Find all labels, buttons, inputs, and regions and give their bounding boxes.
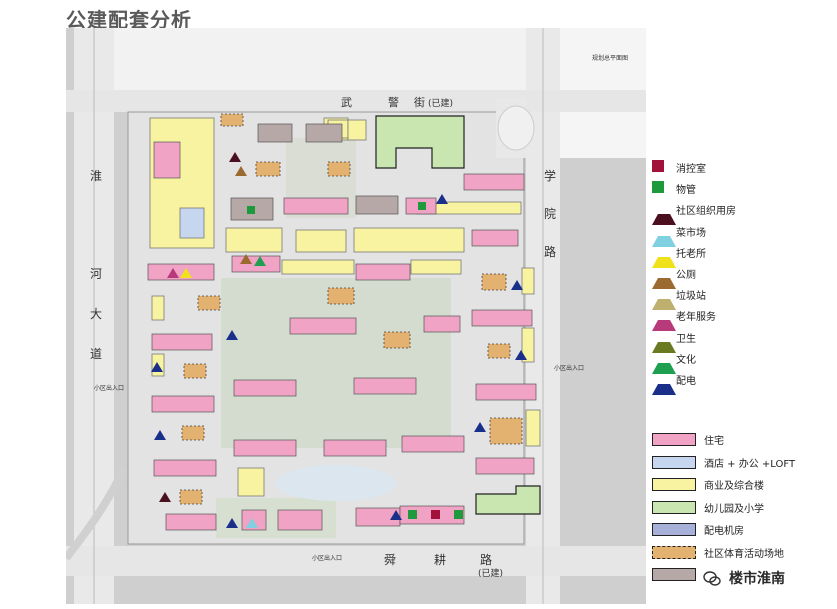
entrance-label-right: 小区出入口 [554,364,584,372]
legend-label: 配电机房 [704,526,744,537]
zone-swatch [652,478,696,491]
zone-swatch [652,545,696,559]
legend-label: 商业及综合楼 [704,481,764,492]
landscape [216,98,535,538]
facility-markers [151,152,527,528]
watermark: 楼市淮南 [703,568,833,590]
zone-swatch [652,568,696,581]
legend-item-zone: 幼儿园及小学 [652,498,837,516]
legend-item-zone: 社区体育活动场地 [652,543,837,561]
legend-label: 老年服务 [676,312,716,324]
legend-item-point: 卫生 [652,328,837,353]
right-road-char-3: 路 [544,244,556,259]
triangle-marker-icon [652,330,676,353]
legend-item-zone: 酒店 + 办公 +LOFT [652,453,837,471]
legend-label: 住宅 [704,436,724,447]
right-road-char-1: 学 [544,168,556,183]
legend-label: 酒店 + 办公 +LOFT [704,458,796,470]
triangle-marker-icon [652,372,676,395]
legend-label: 垃圾站 [676,291,706,303]
triangle-marker-icon [652,351,676,374]
left-road-char-4: 道 [90,347,102,361]
legend-item-point: 物管 [652,179,837,197]
legend-item-zone: 配电机房 [652,520,837,538]
top-road-char-1: 武 [341,96,352,109]
left-road-char-3: 大 [90,307,102,321]
legend-item-point: 文化 [652,349,837,374]
other-buildings [230,123,399,221]
legend-item-point: 公厕 [652,264,837,289]
legend-label: 消控室 [676,164,706,175]
square-marker-icon [652,160,664,172]
legend-label: 配电 [676,376,696,387]
legend-label: 卫生 [676,333,696,345]
square-marker-icon [652,181,664,194]
zone-swatch [652,500,696,514]
legend-label: 公厕 [676,270,696,281]
legend-item-zone [652,565,837,583]
legend-label: 幼儿园及小学 [704,503,764,515]
triangle-marker-icon [652,224,676,247]
entrance-label-bottom: 小区出入口 [312,554,342,562]
zone-swatch [652,455,696,469]
legend-item-point: 社区组织用房 [652,200,837,226]
legend-label: 社区体育活动场地 [704,548,784,560]
zone-swatch [652,433,696,446]
residential-zones [147,141,537,531]
road-labels: 武 警 街 (已建) 学 院 路 淮 河 大 道 舜 耕 路 (已建) 小区出入… [90,54,628,579]
entrance-label-left: 小区出入口 [94,384,124,392]
legend-item-point: 菜市场 [652,222,837,247]
left-road-char-1: 淮 [90,169,102,183]
watermark-text: 楼市淮南 [729,571,785,587]
bottom-road-char-4: (已建) [478,567,503,579]
legend-item-point: 消控室 [652,158,837,176]
legend-item-zone: 商业及综合楼 [652,475,837,493]
legend-label: 托老所 [676,248,706,260]
legend-item-point: 托老所 [652,243,837,268]
right-road-char-2: 院 [544,207,556,221]
legend-label: 物管 [676,185,696,197]
legend-label: 菜市场 [676,227,706,239]
legend-item-point: 老年服务 [652,306,837,332]
legend-label: 社区组织用房 [676,206,736,218]
school-zones [375,115,541,515]
legend-item-point: 配电 [652,370,837,395]
top-road-char-3: 街 [414,95,425,109]
top-road-char-2: 警 [388,95,399,109]
sports-zones [179,113,523,505]
legend-item-point: 垃圾站 [652,285,837,311]
bottom-road-char-1: 舜 [384,552,396,567]
zone-swatch [652,523,696,536]
triangle-marker-icon [652,287,676,311]
triangle-marker-icon [652,202,676,226]
left-road-char-2: 河 [90,267,102,281]
legend-item-zone: 住宅 [652,430,837,448]
triangle-marker-icon [652,308,676,332]
triangle-marker-icon [652,266,676,289]
bottom-road-char-2: 耕 [434,552,446,567]
legend-label: 文化 [676,354,696,366]
site-plan-svg: 武 警 街 (已建) 学 院 路 淮 河 大 道 舜 耕 路 (已建) 小区出入… [66,28,646,604]
bottom-road-char-3: 路 [480,552,492,567]
north-note: 规划总平面图 [592,54,628,62]
triangle-marker-icon [652,245,676,268]
wechat-icon [703,571,721,586]
site-plan-map: 武 警 街 (已建) 学 院 路 淮 河 大 道 舜 耕 路 (已建) 小区出入… [66,28,646,604]
top-road-char-4: (已建) [428,97,453,109]
legend: 消控室物管社区组织用房菜市场托老所公厕垃圾站老年服务卫生文化配电住宅酒店 + 办… [652,150,837,609]
